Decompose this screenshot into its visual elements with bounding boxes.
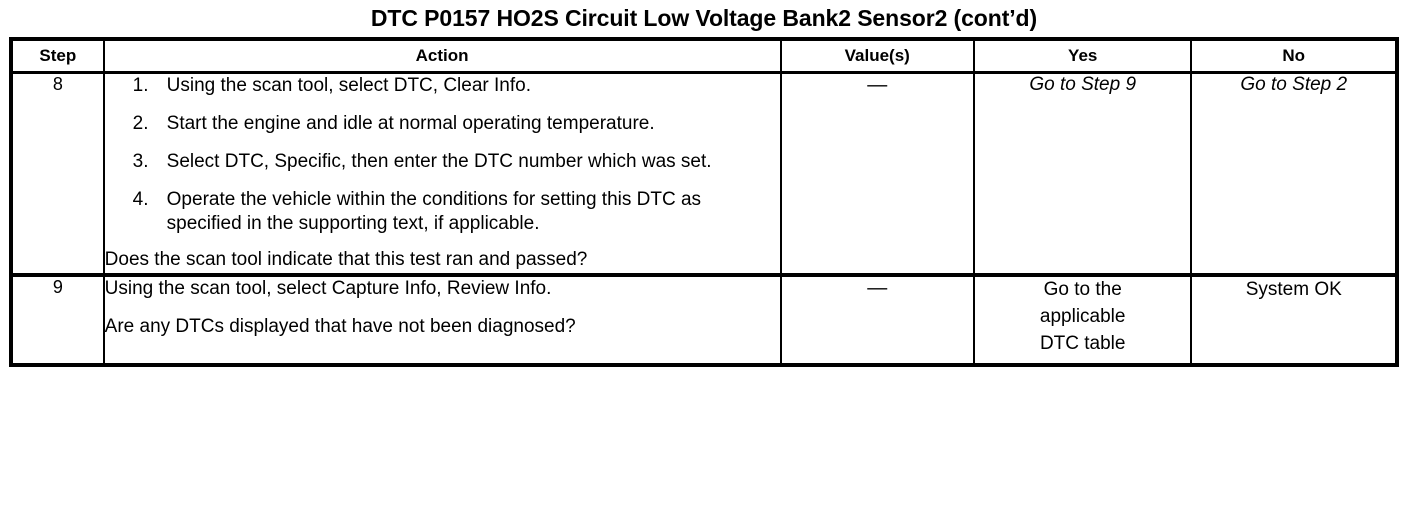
column-header-action: Action: [102, 39, 782, 75]
action-item: 3. Select DTC, Specific, then enter the …: [105, 150, 780, 175]
action-item-number: 2.: [132, 113, 149, 135]
action-question-8: Does the scan tool indicate that this te…: [104, 248, 588, 270]
action-item-text: Operate the vehicle within the condition…: [166, 188, 702, 235]
action-item: 1. Using the scan tool, select DTC, Clea…: [105, 74, 780, 99]
table-header: Step Action Value(s) Yes No: [10, 39, 1398, 75]
action-item-text: Select DTC, Specific, then enter the DTC…: [166, 150, 712, 172]
value-cell-8: —: [779, 72, 975, 275]
diagnostic-table: Step Action Value(s) Yes No 8 1. Using t…: [9, 37, 1399, 368]
yes-cell-9: Go to the applicable DTC table: [972, 272, 1193, 366]
yes-answer-8: Go to Step 9: [1029, 74, 1137, 96]
column-header-value: Value(s): [779, 39, 975, 75]
yes-answer-line: DTC table: [1039, 332, 1126, 354]
value-cell-9: —: [779, 272, 975, 366]
action-item-number: 1.: [132, 75, 149, 97]
yes-answer-line: Go to the: [1043, 278, 1122, 300]
page-title: DTC P0157 HO2S Circuit Low Voltage Bank2…: [370, 5, 1038, 31]
action-item-text: Using the scan tool, select DTC, Clear I…: [166, 75, 531, 97]
table-row: 8 1. Using the scan tool, select DTC, Cl…: [10, 72, 1398, 275]
yes-cell-8: Go to Step 9: [972, 72, 1193, 275]
header-row: Step Action Value(s) Yes No: [10, 39, 1398, 75]
table-row: 9 Using the scan tool, select Capture In…: [10, 272, 1398, 366]
action-item-text: Start the engine and idle at normal oper…: [166, 113, 655, 135]
action-line: Are any DTCs displayed that have not bee…: [104, 316, 576, 338]
step-number-8: 8: [10, 72, 105, 275]
action-cell-8: 1. Using the scan tool, select DTC, Clea…: [102, 72, 782, 275]
action-item-number: 3.: [132, 150, 149, 172]
no-cell-9: System OK: [1190, 272, 1398, 366]
no-answer-9: System OK: [1245, 278, 1342, 300]
column-header-yes: Yes: [972, 39, 1193, 75]
action-step-list-8: 1. Using the scan tool, select DTC, Clea…: [105, 74, 780, 236]
step-number-9: 9: [10, 272, 105, 366]
action-item: 2. Start the engine and idle at normal o…: [105, 112, 780, 137]
no-cell-8: Go to Step 2: [1190, 72, 1398, 275]
action-line-list-9: Using the scan tool, select Capture Info…: [105, 277, 780, 340]
yes-answer-9: Go to the applicable DTC table: [975, 277, 1191, 364]
table-body: 8 1. Using the scan tool, select DTC, Cl…: [10, 72, 1398, 366]
action-item-number: 4.: [132, 188, 149, 210]
column-header-no: No: [1190, 39, 1398, 75]
column-header-step: Step: [10, 39, 105, 75]
action-cell-9: Using the scan tool, select Capture Info…: [102, 272, 782, 366]
action-item: 4. Operate the vehicle within the condit…: [105, 188, 780, 237]
no-answer-8: Go to Step 2: [1240, 74, 1348, 96]
action-line: Using the scan tool, select Capture Info…: [104, 277, 552, 299]
yes-answer-line: applicable: [1039, 305, 1126, 327]
